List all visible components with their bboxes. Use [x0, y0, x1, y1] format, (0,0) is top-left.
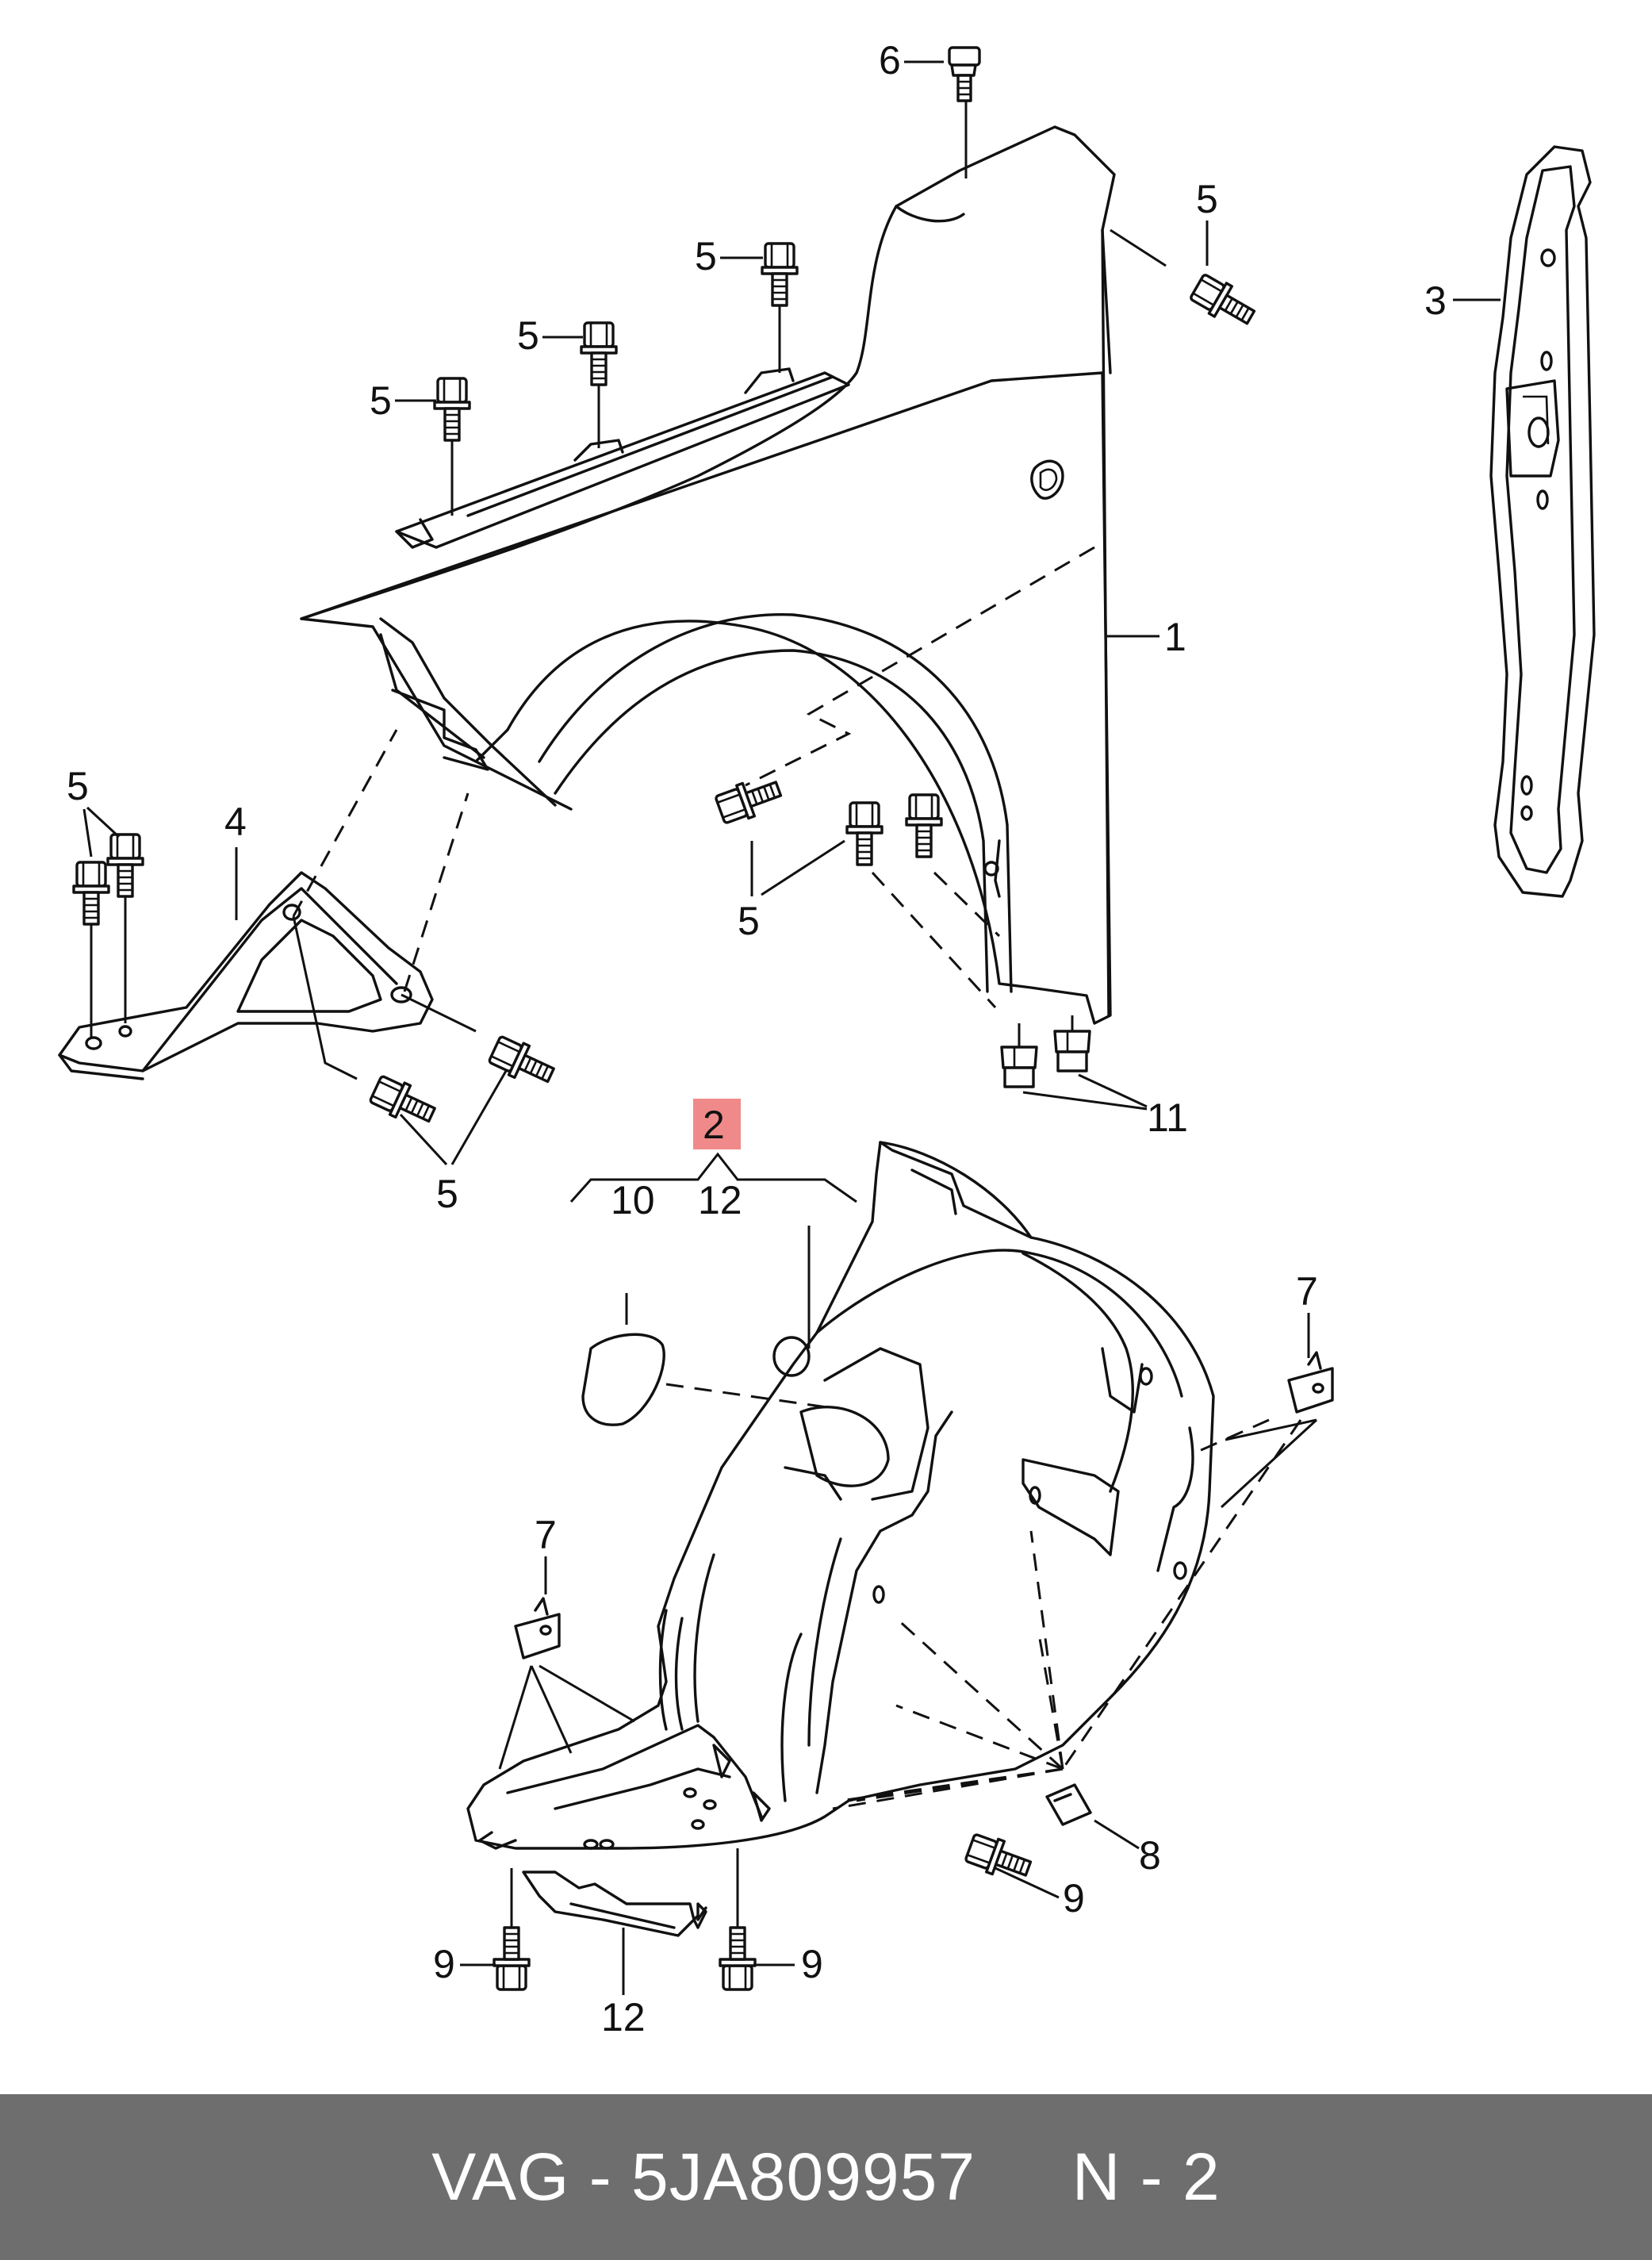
screw-9-right: [962, 1829, 1036, 1886]
label-2-highlight: [693, 1099, 741, 1149]
wheelhouse-liner-part: [466, 1141, 1215, 1850]
label-9-right: 9: [1063, 1876, 1085, 1920]
label-5-row-a: 5: [370, 378, 392, 423]
label-5-row-c: 5: [695, 234, 717, 278]
side-panel-part: [1489, 145, 1596, 898]
label-9-bottom-left: 9: [433, 1942, 455, 1986]
label-9-bottom-right: 9: [801, 1942, 823, 1986]
bolt-top-right: [1186, 270, 1261, 334]
label-6: 6: [879, 38, 901, 82]
label-7-left: 7: [535, 1513, 557, 1557]
label-5-pair-bracket: 5: [436, 1172, 458, 1216]
bolt-6: [948, 46, 981, 178]
label-2: 2: [703, 1103, 725, 1147]
label-5-top-right: 5: [1196, 177, 1218, 221]
bolt-bracket-upper: [485, 1031, 560, 1092]
cap-part: [581, 1333, 834, 1426]
bolt-bracket-right: [106, 833, 144, 898]
clip-7-right: [1287, 1351, 1334, 1414]
parts-diagram: 6 5 5 5 5 3 1 5 4 5 11 5: [58, 38, 1596, 2039]
label-5-pair-arch: 5: [738, 899, 760, 943]
clip-nut-8: [1045, 1783, 1092, 1826]
footer-bar: VAG - 5JA809957 N - 2: [0, 2094, 1652, 2260]
screw-9-bottom-left: [493, 1926, 531, 1991]
bolt-bracket-lower: [366, 1071, 441, 1132]
fender-part: [300, 125, 1116, 1025]
label-4: 4: [224, 800, 247, 844]
bolt-arch-right: [905, 793, 943, 858]
label-5-row-b: 5: [517, 313, 539, 358]
screw-9-bottom-right: [719, 1926, 757, 1991]
clip-7-left: [514, 1597, 561, 1660]
bolt-row-c: [761, 242, 799, 307]
part-number-text: VAG - 5JA809957 N - 2: [431, 2139, 1221, 2214]
label-12-kit: 12: [698, 1178, 742, 1222]
label-8: 8: [1139, 1833, 1161, 1878]
bolt-row-a: [433, 377, 471, 442]
label-11: 11: [1147, 1095, 1188, 1140]
bracket-part: [58, 871, 434, 1080]
label-1: 1: [1164, 615, 1186, 659]
bolt-bracket-left: [72, 861, 110, 926]
bolt-row-b: [580, 321, 618, 386]
label-7-right: 7: [1296, 1269, 1318, 1314]
trim-strip-part: [522, 1871, 707, 1937]
label-10: 10: [611, 1178, 655, 1222]
spacer-nut-right: [1053, 1030, 1091, 1072]
label-5-pair-left: 5: [67, 764, 89, 808]
callout-labels: 6 5 5 5 5 3 1 5 4 5 11 5: [67, 38, 1501, 2039]
label-12-strip: 12: [601, 1995, 646, 2039]
bolt-arch-mid: [845, 801, 883, 866]
spacer-nut-left: [1000, 1046, 1038, 1088]
label-3: 3: [1424, 278, 1447, 323]
bolt-arch-left: [712, 771, 786, 828]
